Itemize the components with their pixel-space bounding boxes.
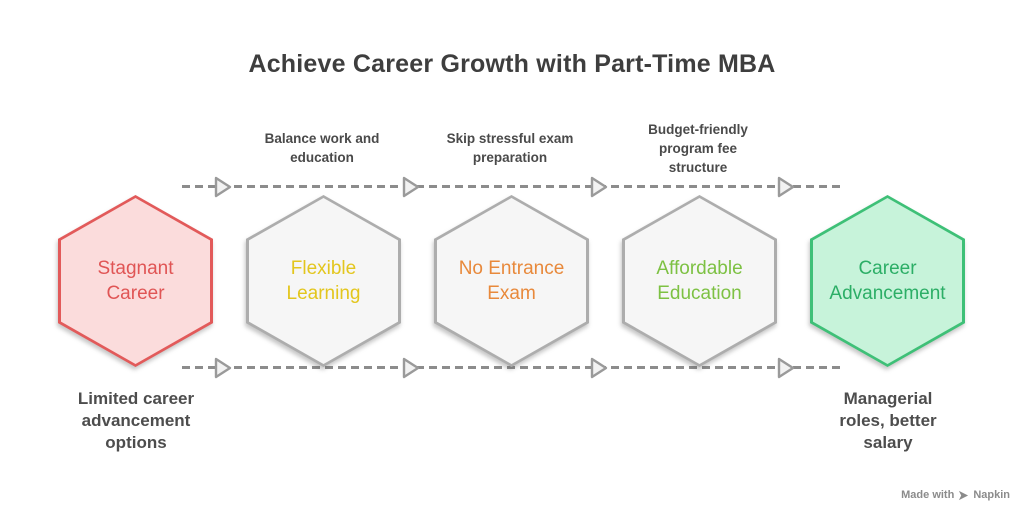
caption-limited-career: Limited career advancement options (77, 389, 195, 453)
arrowhead-icon (214, 357, 232, 379)
hexagon-label: Flexible Learning (286, 257, 361, 304)
arrowhead-icon (777, 176, 795, 198)
made-with-napkin-badge[interactable]: Made with Napkin (901, 489, 1010, 501)
arrowhead-icon (777, 357, 795, 379)
arrow-label-balance-work: Balance work and education (264, 131, 380, 166)
arrowhead-icon (214, 176, 232, 198)
hexagon-label: No Entrance Exam (458, 257, 565, 304)
hexagon-career-advancement: Career Advancement (810, 195, 965, 367)
hexagon-label: Affordable Education (656, 257, 743, 304)
caption-managerial-roles: Managerial roles, better salary (839, 389, 937, 453)
page-title: Achieve Career Growth with Part-Time MBA (248, 50, 776, 78)
napkin-brand-text: Napkin (973, 489, 1010, 501)
arrowhead-icon (590, 176, 608, 198)
arrowhead-icon (402, 357, 420, 379)
flow-line-bottom (182, 366, 845, 369)
arrow-label-budget-friendly: Budget-friendly program fee structure (648, 122, 748, 176)
flow-line-top (182, 185, 845, 188)
hexagon-stagnant-career: Stagnant Career (58, 195, 213, 367)
arrow-label-skip-exam: Skip stressful exam preparation (446, 131, 574, 166)
arrowhead-icon (402, 176, 420, 198)
napkin-logo-icon (958, 490, 969, 501)
hexagon-label: Stagnant Career (97, 257, 174, 304)
hexagon-flexible-learning: Flexible Learning (246, 195, 401, 367)
made-with-text: Made with (901, 489, 955, 501)
hexagon-no-entrance-exam: No Entrance Exam (434, 195, 589, 367)
hexagon-affordable-education: Affordable Education (622, 195, 777, 367)
hexagon-label: Career Advancement (829, 257, 946, 304)
arrowhead-icon (590, 357, 608, 379)
